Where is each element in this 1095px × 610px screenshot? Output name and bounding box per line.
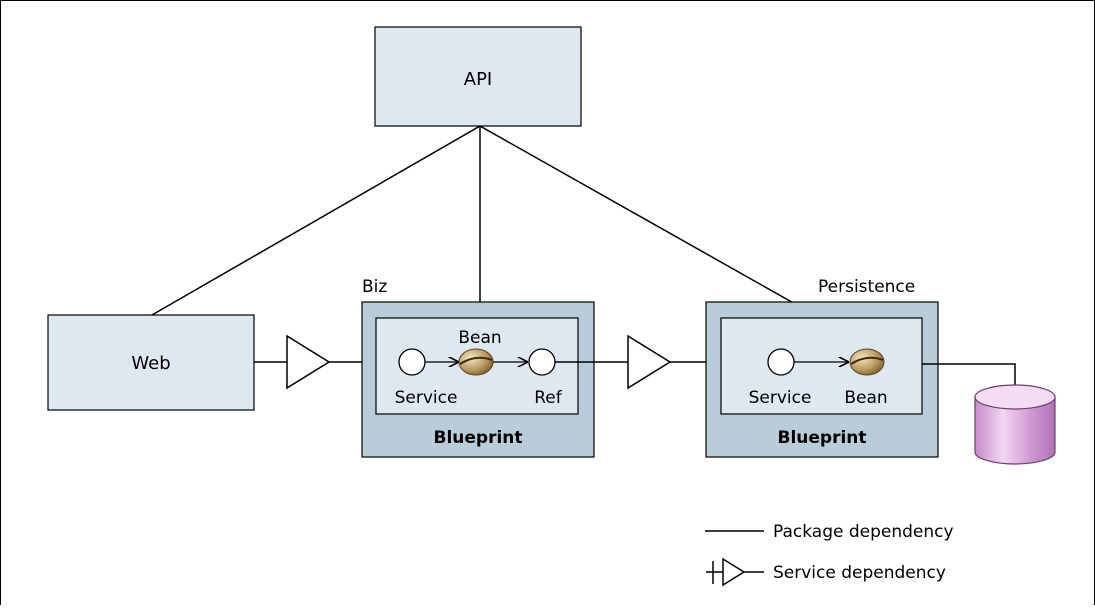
service-dependency-triangle — [627, 334, 672, 390]
api-persistence-line — [479, 125, 821, 319]
legend-service-dependency: Service dependency — [773, 563, 946, 583]
biz-service-circle — [398, 348, 426, 376]
legend-service-symbol — [706, 557, 764, 587]
legend-package-dependency: Package dependency — [773, 522, 954, 542]
persistence-group-label: Persistence — [818, 277, 915, 297]
persistence-service-label: Service — [749, 388, 812, 408]
biz-blueprint-label: Blueprint — [433, 428, 522, 448]
persistence-blueprint-box — [720, 317, 923, 415]
database-connector — [922, 363, 1016, 388]
persistence-service-circle — [767, 348, 795, 376]
service-dependency-triangle — [286, 334, 331, 390]
api-box — [374, 26, 582, 127]
persistence-bundle: Persistence Service Bean Blueprint — [705, 277, 939, 458]
web-package: Web — [47, 314, 255, 411]
web-label: Web — [131, 353, 170, 374]
biz-bean-label: Bean — [458, 328, 501, 348]
package-dependency-lines — [151, 125, 821, 319]
legend: Package dependency Service dependency — [705, 522, 954, 587]
web-box — [47, 314, 255, 411]
biz-service-label: Service — [395, 388, 458, 408]
biz-bean-icon — [458, 348, 494, 376]
persistence-bean-label: Bean — [844, 388, 887, 408]
api-package: API — [374, 26, 582, 127]
database-icon — [974, 384, 1056, 465]
api-web-line — [151, 125, 481, 316]
biz-bundle: Biz Bean Service Ref Blueprint — [361, 277, 595, 458]
persistence-blueprint-label: Blueprint — [777, 428, 866, 448]
api-label: API — [464, 69, 492, 90]
persistence-bean-icon — [849, 348, 885, 376]
biz-ref-label: Ref — [534, 388, 563, 408]
biz-group-label: Biz — [362, 277, 387, 297]
biz-ref-circle — [528, 348, 556, 376]
